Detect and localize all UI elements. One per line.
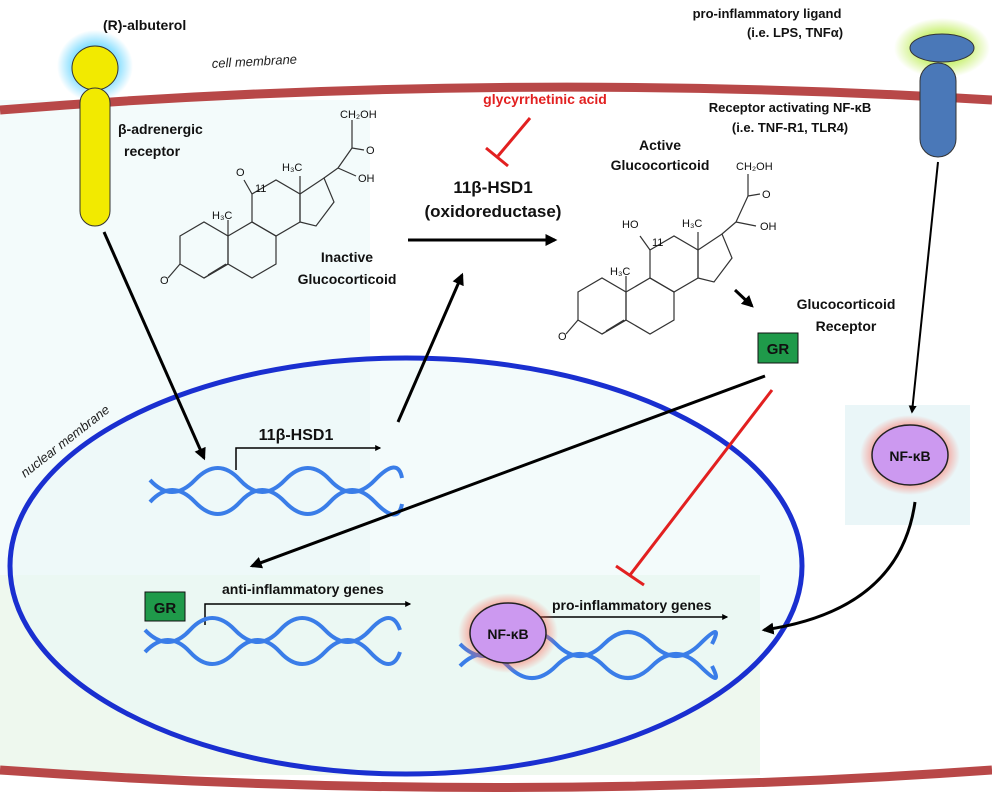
inactive-label-1: Inactive [321,249,373,265]
beta-receptor-label-1: β-adrenergic [118,121,203,137]
active-ch2oh: CH₂OH [736,161,773,173]
dna-helix-hsd [148,465,404,517]
active-label-1: Active [639,137,681,153]
active-label-2: Glucocorticoid [611,157,710,173]
inactive-o-20: O [366,145,375,157]
inactive-ch2oh: CH₂OH [340,109,377,121]
hsd-enzyme-label-1: 11β-HSD1 [453,178,532,197]
inactive-h3c-10: H₃C [212,210,232,222]
active-h3c-10: H₃C [610,266,630,278]
inactive-h3c-13: H₃C [282,162,302,174]
hsd-transcription-arrow [235,445,382,470]
gr-label-2: Receptor [816,318,877,334]
gr-label-1: Glucocorticoid [797,296,896,312]
glycyrrhetinic-inhibition-line [496,117,532,157]
nfkb-nucleus-label: NF-κB [487,626,528,642]
dna-helix-anti [143,616,402,666]
active-o-3: O [558,331,567,343]
pro-genes-label: pro-inflammatory genes [552,597,712,613]
inactive-c11: 11 [255,183,266,195]
gr-inhibition-line [628,389,774,576]
glycyrrhetinic-inhibition-bar [485,146,509,168]
inactive-o-11: O [236,167,245,179]
cell-membrane-bottom [0,765,992,792]
active-glucocorticoid-structure [565,174,761,335]
active-to-gr-arrow [733,288,754,308]
gr-cytoplasm-box [757,332,799,364]
active-o-20: O [762,189,771,201]
beta-adrenergic-receptor [79,87,111,227]
hsd-enzyme-label-2: (oxidoreductase) [425,202,562,221]
nuclear-membrane [7,355,805,777]
beta-receptor-label-2: receptor [124,143,181,159]
inactive-label-2: Glucocorticoid [298,271,397,287]
gr-nucleus-label: GR [154,600,177,617]
albuterol-ligand [71,45,119,91]
pro-ligand-label-2: (i.e. LPS, TNFα) [747,25,843,40]
receptor-nfkb-label-1: Receptor activating NF-κB [709,100,872,115]
active-h3c-13: H₃C [682,218,702,230]
hsd-gene-to-enzyme-arrow [396,272,464,423]
nfkb-activating-receptor [919,62,957,158]
active-oh-17: OH [760,221,777,233]
receptor-nfkb-label-2: (i.e. TNF-R1, TLR4) [732,120,848,135]
anti-genes-label: anti-inflammatory genes [222,581,384,597]
nfkb-nucleus [469,602,547,664]
albuterol-label: (R)-albuterol [103,17,186,33]
gr-inhibition-bar [615,564,645,587]
pro-ligand-label-1: pro-inflammatory ligand [693,6,842,21]
nfkb-cytoplasm [871,424,949,486]
active-c11: 11 [652,237,663,249]
receptor-to-nfkb-arrow [908,161,939,414]
active-ho-11: HO [622,219,639,231]
gr-to-nucleus-arrow [249,374,766,569]
nfkb-cytoplasm-label: NF-κB [889,448,930,464]
cell-membrane-top [0,82,992,115]
hsd-gene-label: 11β-HSD1 [259,427,334,444]
gr-cytoplasm-label: GR [767,341,790,358]
inactive-glucocorticoid-structure [167,120,365,279]
beta-receptor-to-dna-arrow [102,231,206,461]
inactive-o-3: O [160,275,169,287]
cell-membrane-label: cell membrane [211,52,297,71]
pro-inflammatory-ligand [909,33,975,63]
glycyrrhetinic-acid-label: glycyrrhetinic acid [483,91,607,107]
inactive-oh-17: OH [358,173,375,185]
gr-nucleus-box [144,591,186,622]
nfkb-to-nucleus-arrow [761,501,917,635]
